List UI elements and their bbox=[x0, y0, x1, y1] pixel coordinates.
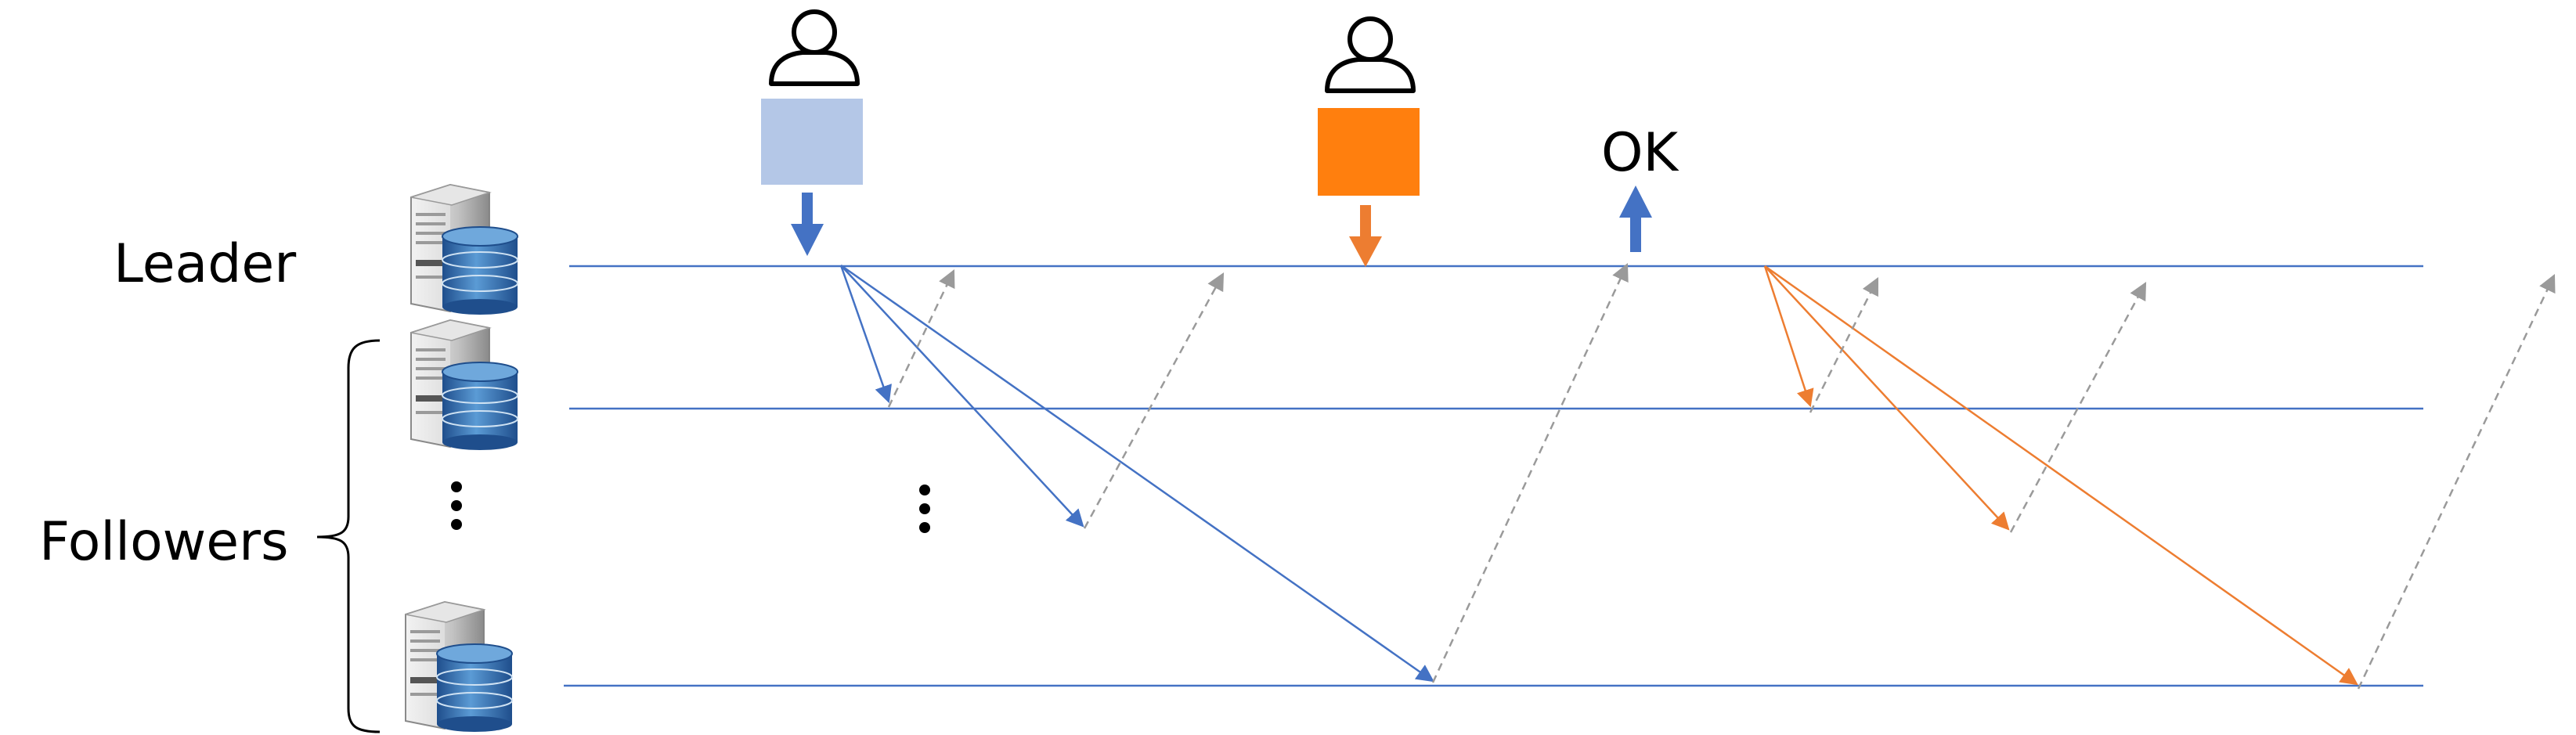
follower-n-server-icon bbox=[405, 601, 513, 732]
client-1-down-arrow-icon bbox=[791, 193, 824, 256]
client-2-down-arrow-icon bbox=[1349, 205, 1382, 267]
messages-ellipsis-icon bbox=[919, 485, 930, 533]
blue-message-to-follower-2 bbox=[840, 265, 1084, 528]
blue-message-to-follower-1 bbox=[839, 265, 892, 404]
orange-message-to-follower-n bbox=[1764, 265, 2358, 686]
ack-2-blue bbox=[1083, 272, 1225, 529]
servers-ellipsis-icon bbox=[451, 481, 462, 530]
ok-label: OK bbox=[1601, 122, 1680, 184]
ack-n-orange bbox=[2357, 273, 2556, 690]
client-1-user-icon bbox=[771, 12, 857, 84]
leader-server-icon bbox=[410, 184, 518, 315]
ack-1-blue bbox=[887, 268, 955, 408]
leader-label: Leader bbox=[114, 233, 296, 295]
followers-label: Followers bbox=[39, 511, 289, 573]
follower-1-server-icon bbox=[410, 319, 518, 450]
client-2-request-box bbox=[1318, 108, 1420, 196]
blue-message-to-follower-n bbox=[840, 264, 1434, 683]
ok-up-arrow-icon bbox=[1619, 186, 1652, 252]
client-1-request-box bbox=[761, 99, 863, 185]
ack-1-orange bbox=[1809, 276, 1879, 413]
followers-brace bbox=[316, 339, 381, 733]
orange-message-to-follower-2 bbox=[1764, 265, 2010, 531]
ack-2-orange bbox=[2009, 282, 2147, 533]
ack-n-blue bbox=[1431, 262, 1629, 683]
orange-message-to-follower-1 bbox=[1763, 265, 1814, 408]
client-2-user-icon bbox=[1327, 19, 1413, 91]
